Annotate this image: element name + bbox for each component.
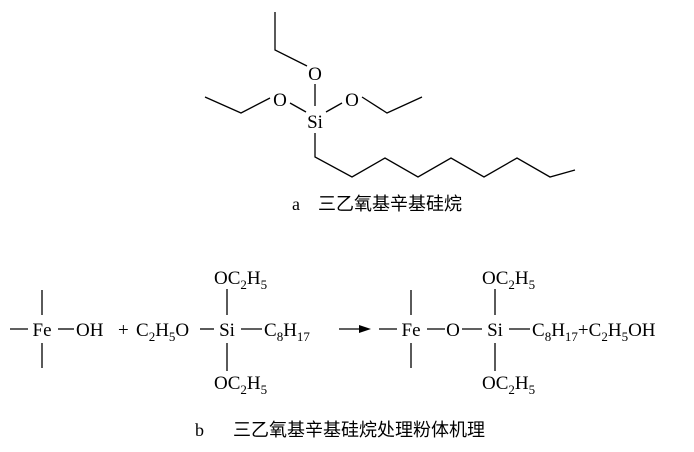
atom-si-1: Si (219, 320, 235, 341)
atom-o-bridge: O (446, 320, 460, 341)
ethoxy-top-2: OC2H5 (482, 268, 535, 292)
ethoxy-bottom-2: OC2H5 (482, 373, 535, 397)
bond-si-o-right (325, 102, 343, 113)
atom-o-right: O (345, 90, 359, 111)
atom-si: Si (307, 112, 323, 133)
atom-fe-2: Fe (402, 320, 421, 341)
ethoxy-left: C2H5O (136, 320, 189, 344)
bond-top-ethyl (274, 12, 308, 67)
caption-b-letter: b (195, 420, 204, 440)
ethoxy-bottom-1: OC2H5 (214, 373, 267, 397)
ethoxy-top-1: OC2H5 (214, 268, 267, 292)
reaction-arrow (339, 325, 371, 333)
bond-left-ethyl (204, 96, 271, 114)
group-oh: OH (76, 320, 104, 341)
atom-o-left: O (273, 90, 287, 111)
equation-b: Fe OH + C2H5O Si C8H17 OC2H5 OC2H5 Fe O … (10, 268, 656, 441)
atom-fe-1: Fe (33, 320, 52, 341)
caption-b-text: 三乙氧基辛基硅烷处理粉体机理 (233, 420, 485, 441)
bond-octyl-chain (314, 133, 576, 178)
structure-a: O O O Si a 三乙氧基辛基硅烷 (204, 12, 576, 215)
caption-a-letter: a (292, 194, 300, 214)
octyl-1: C8H17 (264, 320, 310, 344)
bond-right-ethyl (361, 96, 423, 114)
bond-o-left-si (289, 102, 307, 113)
octyl-2-plus-ethanol: C8H17+C2H5OH (532, 320, 656, 344)
caption-a-text: 三乙氧基辛基硅烷 (318, 194, 462, 215)
plus-sign-1: + (118, 320, 129, 341)
atom-si-2: Si (487, 320, 503, 341)
atom-o-top: O (308, 64, 322, 85)
